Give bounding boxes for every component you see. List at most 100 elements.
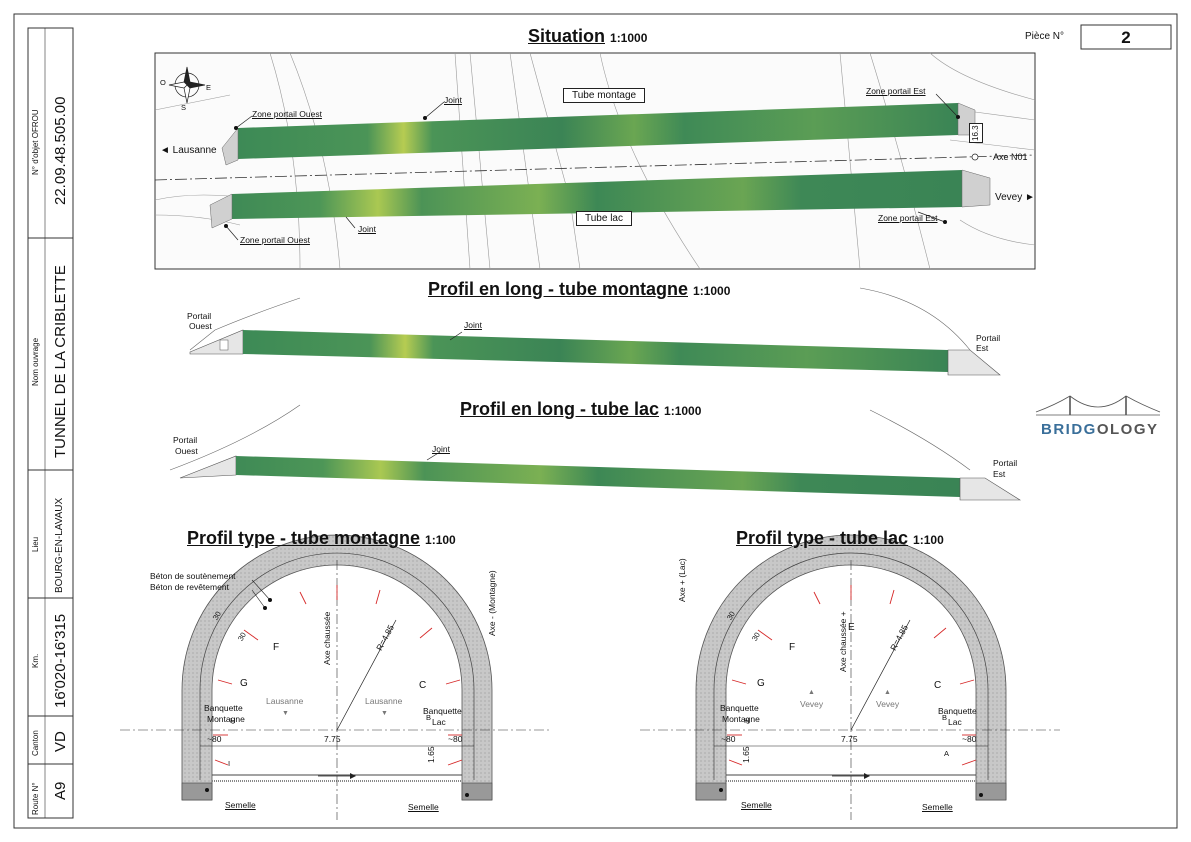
canton-value: VD (52, 731, 69, 752)
compass-o: O (160, 78, 166, 87)
type-lac-title: Profil type - tube lac 1:100 (736, 528, 944, 549)
situation-title-text: Situation (528, 26, 605, 46)
zone-ouest-top-label: Zone portail Ouest (252, 109, 322, 119)
tm-banq-lac-2: Lac (432, 717, 446, 727)
tm-i: I (228, 759, 231, 768)
tl-h: H (744, 716, 750, 725)
tl-semelle-2: Semelle (922, 802, 953, 812)
profil-lac-scale: 1:1000 (664, 404, 702, 418)
type-montagne-scale: 1:100 (425, 533, 456, 547)
lieu-label: Lieu (31, 536, 40, 552)
tl-axe-chaussee: Axe chaussée + (838, 611, 848, 672)
type-montagne-title: Profil type - tube montagne 1:100 (187, 528, 456, 549)
tm-beton-sout: Béton de soutènement (150, 571, 236, 581)
tm-h165: 1.65 (426, 746, 436, 763)
pl-portail-ouest-1: Portail (173, 435, 198, 445)
profil-lac-title: Profil en long - tube lac 1:1000 (460, 399, 701, 420)
vevey-direction: Vevey ► (995, 192, 1035, 203)
joint-bottom-label: Joint (358, 224, 376, 234)
tm-w80a: ~80 (207, 734, 222, 744)
logo-text-a: BRIDG (1041, 421, 1097, 438)
route-value: A9 (52, 781, 69, 800)
ouvrage-value: TUNNEL DE LA CRIBLETTE (52, 265, 69, 458)
tm-axe-chaussee: Axe chaussée (322, 611, 332, 665)
pl-portail-est-1: Portail (993, 458, 1018, 468)
tm-semelle-1: Semelle (225, 800, 256, 810)
ofrou-value: 22.09.48.505.00 (52, 96, 69, 205)
pm-joint: Joint (464, 320, 482, 330)
km-value: 16'020-16'315 (52, 613, 69, 708)
tl-h165: 1.65 (741, 746, 751, 763)
route-label: Route N° (31, 782, 40, 815)
profil-montagne-title-text: Profil en long - tube montagne (428, 279, 688, 299)
tm-axe-mont: Axe - (Montagne) (487, 570, 497, 636)
tl-arrow-1-icon: ▲ (808, 689, 815, 696)
tl-g: G (757, 678, 765, 689)
tm-beton-rev: Béton de revêtement (150, 582, 229, 592)
km-label: Km. (31, 653, 40, 668)
tl-vevey-1: Vevey (800, 699, 824, 709)
tl-banq-mont-1: Banquette (720, 703, 759, 713)
km-marker-box: 16.3 (969, 123, 983, 143)
tl-w775: 7.75 (841, 734, 858, 744)
profil-montagne-title: Profil en long - tube montagne 1:1000 (428, 279, 730, 300)
tl-f: F (789, 642, 796, 653)
tl-w80a: ~80 (721, 734, 736, 744)
tm-b: B (426, 713, 432, 722)
pl-joint: Joint (432, 444, 450, 454)
tl-arrow-2-icon: ▲ (884, 689, 891, 696)
pl-portail-est-2: Est (993, 469, 1006, 479)
tm-banq-lac-1: Banquette (423, 706, 462, 716)
tm-w80b: ~80 (448, 734, 463, 744)
axe-n01-label: Axe N01 (993, 152, 1028, 162)
pm-portail-ouest-1: Portail (187, 311, 212, 321)
tm-arrow-2-icon: ▼ (381, 710, 388, 717)
tm-lausanne-2: Lausanne (365, 696, 403, 706)
tm-h: H (230, 716, 236, 725)
canton-label: Canton (31, 730, 40, 756)
pm-portail-est-2: Est (976, 343, 989, 353)
situation-scale: 1:1000 (610, 31, 648, 45)
tl-a: A (944, 749, 950, 758)
pm-portail-ouest-2: Ouest (189, 321, 212, 331)
km-marker: 16.3 (971, 125, 980, 141)
bridgology-logo: BRIDGOLOGY (1041, 421, 1159, 438)
tm-c: C (419, 680, 427, 691)
zone-est-bottom-label: Zone portail Est (878, 213, 938, 223)
tube-lac-label: Tube lac (576, 211, 632, 226)
piece-value: 2 (1121, 28, 1131, 47)
tm-arrow-1-icon: ▼ (282, 710, 289, 717)
tl-banq-lac-2: Lac (948, 717, 962, 727)
tl-banq-mont-2: Montagne (722, 714, 760, 724)
tube-montage-label: Tube montage (563, 88, 646, 103)
type-lac-title-text: Profil type - tube lac (736, 528, 909, 548)
profil-montagne-scale: 1:1000 (693, 284, 731, 298)
bridge-logo-icon (1035, 395, 1161, 416)
tl-b: B (942, 713, 948, 722)
profil-lac-title-text: Profil en long - tube lac (460, 399, 660, 419)
compass-e: E (206, 83, 212, 92)
ouvrage-label: Nom ouvrage (31, 337, 40, 386)
tm-banq-mont-1: Banquette (204, 703, 243, 713)
type-montagne-title-text: Profil type - tube montagne (187, 528, 421, 548)
tm-lausanne-1: Lausanne (266, 696, 304, 706)
tm-semelle-2: Semelle (408, 802, 439, 812)
tl-c: C (934, 680, 942, 691)
ofrou-label: N° d'objet OFROU (31, 109, 40, 175)
type-lac-scale: 1:100 (913, 533, 944, 547)
compass-s: S (181, 103, 187, 112)
tm-w775: 7.75 (324, 734, 341, 744)
tl-w80b: ~80 (962, 734, 977, 744)
tl-semelle-1: Semelle (741, 800, 772, 810)
zone-ouest-bottom-label: Zone portail Ouest (240, 235, 310, 245)
profile-lac-shape (640, 534, 1060, 820)
tl-vevey-2: Vevey (876, 699, 900, 709)
tl-axe-lac: Axe + (Lac) (677, 558, 687, 602)
lausanne-direction: ◄ Lausanne (160, 145, 217, 156)
pm-portail-est-1: Portail (976, 333, 1001, 343)
pl-portail-ouest-2: Ouest (175, 446, 198, 456)
profile-montagne-shape (120, 534, 550, 820)
tl-banq-lac-1: Banquette (938, 706, 977, 716)
piece-label: Pièce N° (1025, 31, 1065, 42)
